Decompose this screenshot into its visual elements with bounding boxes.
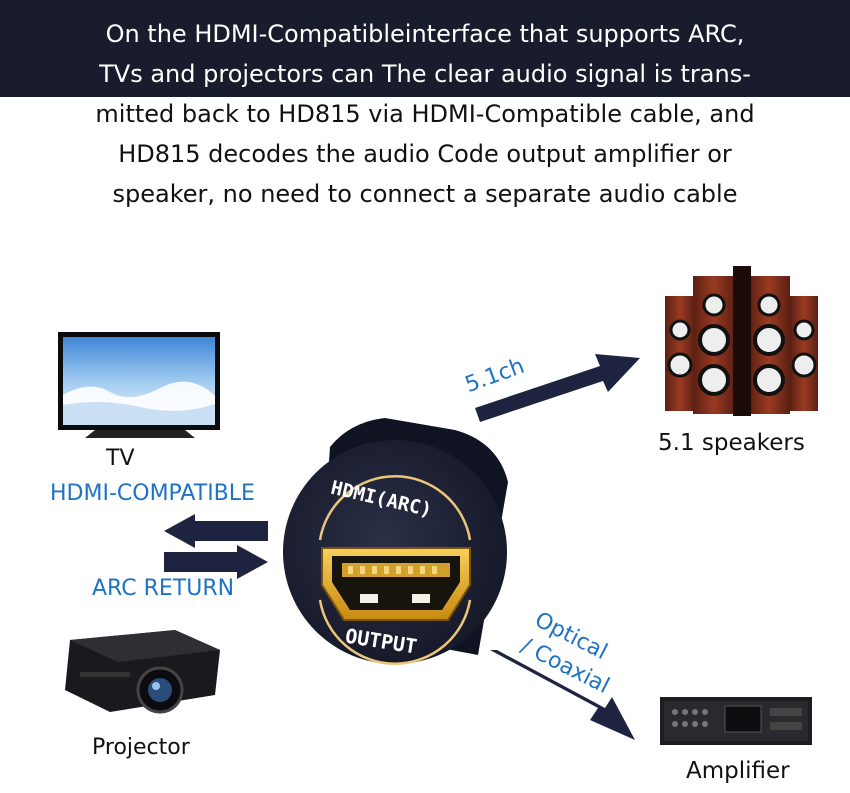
amplifier-image [660,697,812,745]
header-line: mitted back to HD815 via HDMI-Compatible… [95,100,755,128]
label-5-1ch: 5.1ch [462,354,528,398]
arc-return-label: ARC RETURN [92,576,235,601]
speakers-image [665,266,818,416]
projector-label: Projector [92,735,190,760]
amplifier-label: Amplifier [686,758,790,784]
arrow-to-tv [164,514,268,548]
arrow-to-amplifier [490,650,635,740]
hdmi-compatible-label: HDMI-COMPATIBLE [50,481,255,506]
arrow-arc-return [164,545,268,579]
speakers-label: 5.1 speakers [658,430,805,456]
tv-image [58,332,220,438]
header-line: HD815 decodes the audio Code output ampl… [118,140,732,168]
header-line: speaker, no need to connect a separate a… [112,180,738,208]
header-description: On the HDMI-Compatibleinterface that sup… [0,14,850,214]
header-band [0,0,850,97]
hdmi-arc-port [283,418,508,665]
projector-image [65,630,220,714]
header-line: TVs and projectors can The clear audio s… [99,60,751,88]
arrow-to-speakers [475,354,640,422]
header-line: On the HDMI-Compatibleinterface that sup… [105,20,745,48]
tv-label: TV [106,446,135,471]
